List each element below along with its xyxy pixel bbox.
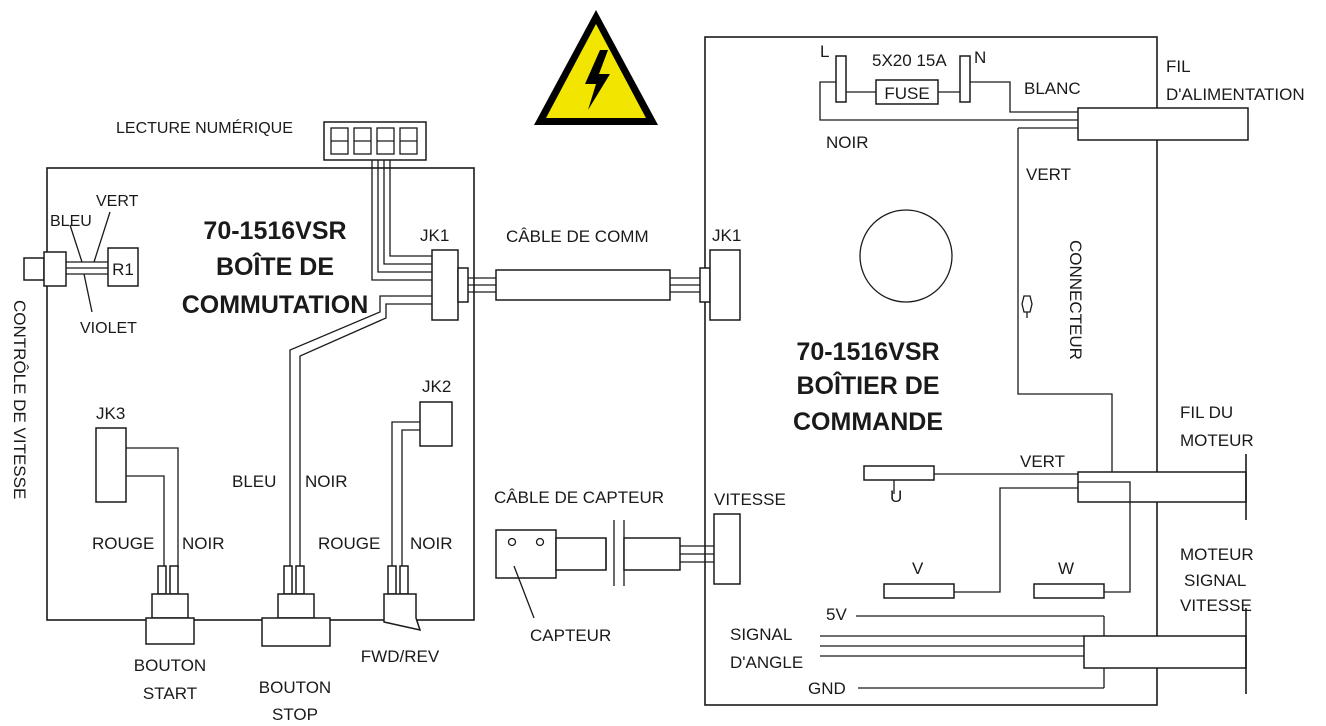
vert-wire-label: VERT (96, 193, 139, 210)
w-terminal (1033, 583, 1105, 599)
jk2-connector (419, 401, 453, 447)
control-box-name-line1: BOÎTIER DE (796, 370, 939, 400)
speed-control-label: CONTRÔLE DE VITESSE (10, 300, 29, 499)
live-label: L (820, 42, 829, 61)
comm-cable-label: CÂBLE DE COMM (506, 227, 649, 246)
motor-wire (1077, 471, 1247, 503)
violet-wire-label: VIOLET (80, 320, 137, 337)
control-box-jk1-label: JK1 (712, 226, 741, 245)
v5-label: 5V (826, 605, 847, 624)
fwd-rev-label: FWD/REV (361, 647, 440, 666)
high-voltage-warning-icon (534, 10, 658, 125)
digital-readout-display (323, 121, 427, 161)
vitesse-label: VITESSE (714, 490, 786, 509)
neutral-terminal (959, 55, 971, 103)
signal-angle-label-line2: D'ANGLE (730, 653, 803, 672)
control-box-name-line2: COMMANDE (793, 408, 943, 436)
sensor-label: CAPTEUR (530, 626, 611, 645)
motor-wire-label-line1: FIL DU (1180, 403, 1233, 422)
control-box-outline (704, 36, 1158, 706)
v-label: V (912, 559, 924, 578)
stop-button-label-line1: BOUTON (259, 678, 331, 697)
speed-control-potentiometer (23, 211, 139, 313)
w-label: W (1058, 559, 1074, 578)
vitesse-connector (713, 513, 741, 585)
fwd-rev-switch (383, 565, 422, 632)
switch-box-jk1-label: JK1 (420, 226, 449, 245)
control-box-jk1-connector (699, 267, 711, 303)
digital-readout-label: LECTURE NUMÉRIQUE (116, 118, 293, 137)
jk2-rouge-label: ROUGE (318, 534, 380, 553)
jk2-noir-label: NOIR (410, 534, 453, 553)
u-label: U (890, 487, 902, 506)
blanc-wire-label: BLANC (1024, 79, 1081, 98)
motor-signal-label-line2: SIGNAL (1184, 571, 1246, 590)
r1-label: R1 (112, 260, 134, 279)
switch-box-jk1-plug (457, 267, 469, 303)
gnd-label: GND (808, 679, 846, 698)
switch-box-model: 70-1516VSR (203, 217, 346, 245)
switch-box-jk1-connector (431, 249, 459, 321)
neutral-label: N (974, 48, 986, 67)
power-cord-label-line1: FIL (1166, 57, 1191, 76)
motor-signal-label-line3: VITESSE (1180, 596, 1252, 615)
jk2-label: JK2 (422, 377, 451, 396)
motor-hub (859, 209, 953, 303)
jk3-rouge-label: ROUGE (92, 534, 154, 553)
start-button-label-line1: BOUTON (134, 656, 206, 675)
speed-sensor (495, 520, 714, 619)
stop-button-label-line2: STOP (272, 705, 318, 724)
connector-plug (1021, 295, 1033, 318)
stop-bleu-wire-label: BLEU (232, 472, 276, 491)
start-button-label-line2: START (143, 684, 197, 703)
motor-signal-cable (1083, 635, 1247, 669)
stop-noir-wire-label: NOIR (305, 472, 348, 491)
jk3-connector (95, 427, 127, 503)
jk3-noir-label: NOIR (182, 534, 225, 553)
stop-button-switch (261, 565, 331, 647)
motor-signal-label-line1: MOTEUR (1180, 545, 1254, 564)
sensor-cable-label: CÂBLE DE CAPTEUR (494, 488, 664, 507)
switch-box-outline (46, 167, 475, 621)
v-terminal (883, 583, 955, 599)
live-terminal (835, 55, 847, 103)
vert-top-wire-label: VERT (1026, 165, 1071, 184)
comm-cable (468, 269, 700, 301)
motor-wire-label-line2: MOTEUR (1180, 431, 1254, 450)
connecteur-label: CONNECTEUR (1066, 240, 1085, 360)
jk3-label: JK3 (96, 404, 125, 423)
start-button-switch (145, 565, 195, 645)
power-cord (1077, 107, 1249, 141)
switch-box-name-line2: COMMUTATION (182, 291, 369, 319)
fuse-label: FUSE (884, 84, 929, 103)
bleu-wire-label: BLEU (50, 213, 92, 230)
switch-box-name-line1: BOÎTE DE (216, 251, 334, 281)
power-cord-label-line2: D'ALIMENTATION (1166, 85, 1305, 104)
noir-wire-label: NOIR (826, 133, 869, 152)
signal-angle-label-line1: SIGNAL (730, 625, 792, 644)
fuse-spec-label: 5X20 15A (872, 51, 947, 70)
vert-motor-wire-label: VERT (1020, 452, 1065, 471)
control-box-jk1-housing (709, 249, 741, 321)
control-box-model: 70-1516VSR (796, 338, 939, 366)
u-terminal (863, 465, 935, 481)
